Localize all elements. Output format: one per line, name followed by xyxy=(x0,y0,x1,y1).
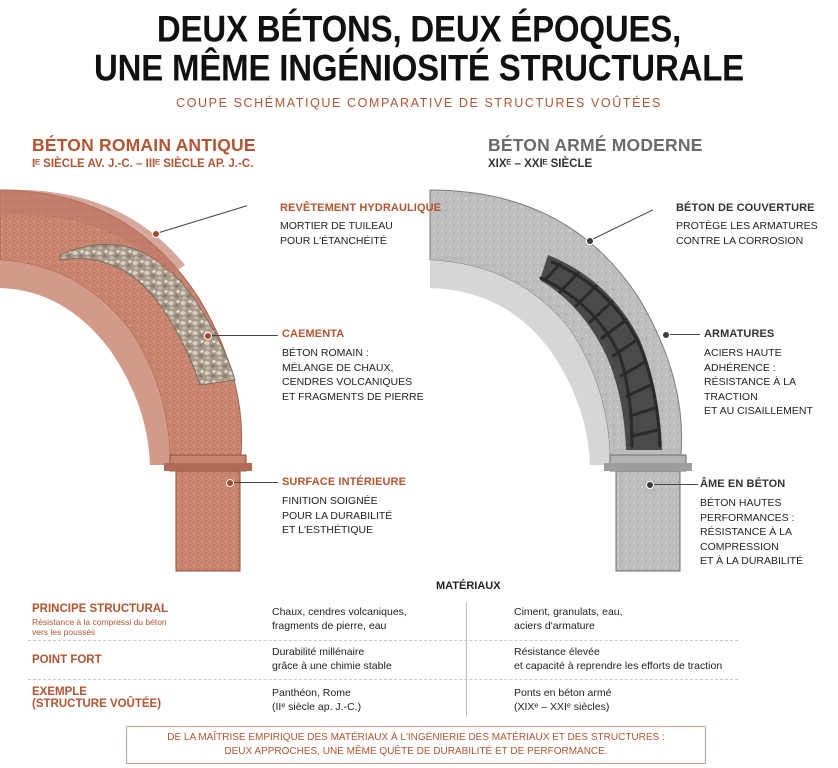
callout-line: ET FRAGMENTS DE PIERRE xyxy=(282,390,424,403)
arch-illustrations xyxy=(0,189,692,572)
materials-heading: MATÉRIAUX xyxy=(436,580,501,592)
row-label-point-fort: POINT FORT xyxy=(32,654,102,666)
leader-line xyxy=(208,335,278,336)
cell-line: (IIᵉ siècle ap. J.-C.) xyxy=(272,701,362,713)
roman-example-cell: Panthéon, Rome (IIᵉ siècle ap. J.-C.) xyxy=(272,686,361,714)
modern-example-cell: Ponts en béton armé (XIXᵉ – XXIᵉ siècles… xyxy=(514,686,611,714)
leader-line xyxy=(666,334,700,335)
callout-body-armatures: ACIERS HAUTE ADHÉRENCE : RÉSISTANCE À LA… xyxy=(704,346,838,419)
cell-line: Panthéon, Rome xyxy=(272,687,351,699)
callout-line: ET À LA DURABILITÉ xyxy=(700,555,804,567)
row-principe: PRINCIPE STRUCTURAL Résistance à la comp… xyxy=(32,603,232,637)
leader-line xyxy=(230,482,278,483)
callout-marker xyxy=(586,237,594,245)
row-divider xyxy=(28,640,738,641)
callout-line: MÉLANGE DE CHAUX, xyxy=(282,361,394,374)
callout-line: MORTIER DE TUILEAU xyxy=(280,220,393,232)
leader-line xyxy=(650,484,698,485)
roman-heading: BÉTON ROMAIN ANTIQUE xyxy=(32,135,256,155)
callout-marker xyxy=(646,481,654,489)
roman-arch xyxy=(0,189,252,572)
callout-body-caementa: BÉTON ROMAIN : MÉLANGE DE CHAUX, CENDRES… xyxy=(282,346,424,404)
callout-marker xyxy=(204,332,212,340)
row-label: PRINCIPE STRUCTURAL xyxy=(32,603,169,615)
modern-strength-cell: Résistance élevée et capacité à reprendr… xyxy=(514,645,722,673)
modern-materials-cell: Ciment, granulats, eau, aciers d'armatur… xyxy=(514,605,623,633)
callout-line: ACIERS HAUTE ADHÉRENCE : xyxy=(704,347,782,374)
modern-arch xyxy=(429,189,692,572)
row-label-sub: (STRUCTURE VOÛTÉE) xyxy=(32,698,162,710)
cell-line: Ponts en béton armé xyxy=(514,687,612,699)
cell-line: fragments de pierre, eau xyxy=(272,620,387,632)
cell-line: (XIXᵉ – XXIᵉ siècles) xyxy=(514,701,610,713)
callout-title-surface: SURFACE INTÉRIEURE xyxy=(282,476,407,488)
cell-line: Ciment, granulats, eau, xyxy=(514,606,623,618)
callout-line: POUR L'ÉTANCHÉITÉ xyxy=(280,234,387,247)
callout-body-revetement: MORTIER DE TUILEAU POUR L'ÉTANCHÉITÉ xyxy=(280,219,393,248)
callout-line: PROTÈGE LES ARMATURES xyxy=(676,220,818,232)
callout-title-caementa: CAEMENTA xyxy=(282,328,345,340)
row-divider xyxy=(28,679,738,680)
callout-body-surface: FINITION SOIGNÉE POUR LA DURABILITÉ ET L… xyxy=(282,494,392,538)
callout-title-ame: ÂME EN BÉTON xyxy=(700,478,786,490)
subtitle: COUPE SCHÉMATIQUE COMPARATIVE DE STRUCTU… xyxy=(176,96,662,110)
modern-heading: BÉTON ARMÉ MODERNE xyxy=(488,135,703,155)
callout-marker xyxy=(152,230,160,238)
callout-marker xyxy=(226,479,234,487)
footer-line-1: DE LA MAÎTRISE EMPIRIQUE DES MATÉRIAUX À… xyxy=(167,732,665,743)
callout-body-ame: BÉTON HAUTES PERFORMANCES : RÉSISTANCE À… xyxy=(700,496,838,569)
callout-line: POUR LA DURABILITÉ xyxy=(282,509,393,522)
main-title-line-1: DEUX BÉTONS, DEUX ÉPOQUES, xyxy=(156,8,682,50)
callout-body-couverture: PROTÈGE LES ARMATURES CONTRE LA CORROSIO… xyxy=(676,219,818,248)
roman-strength-cell: Durabilité millénaire grâce à une chimie… xyxy=(272,645,392,673)
callout-line: RÉSISTANCE À LA TRACTION xyxy=(704,376,796,403)
row-note: Résistance à la compressi du béton vers … xyxy=(32,617,167,637)
callout-line: CENDRES VOLCANIQUES xyxy=(282,376,413,388)
main-title-line-2: UNE MÊME INGÉNIOSITÉ STRUCTURALE xyxy=(94,47,744,89)
cell-line: grâce à une chimie stable xyxy=(272,660,392,672)
cell-line: aciers d'armature xyxy=(514,620,595,632)
footer-banner: DE LA MAÎTRISE EMPIRIQUE DES MATÉRIAUX À… xyxy=(126,726,706,764)
roman-materials-cell: Chaux, cendres volcaniques, fragments de… xyxy=(272,605,407,633)
row-exemple: EXEMPLE (STRUCTURE VOÛTÉE) xyxy=(32,686,161,710)
callout-line: BÉTON ROMAIN : xyxy=(282,347,369,359)
callout-title-couverture: BÉTON DE COUVERTURE xyxy=(676,202,815,214)
callout-title-armatures: ARMATURES xyxy=(704,328,775,340)
callout-line: BÉTON HAUTES PERFORMANCES : xyxy=(700,497,795,524)
cell-line: Chaux, cendres volcaniques, xyxy=(272,606,407,618)
callout-line: CONTRE LA CORROSION xyxy=(676,234,804,247)
callout-line: ET L'ESTHÉTIQUE xyxy=(282,524,374,536)
callout-marker xyxy=(662,331,670,339)
callout-title-revetement: REVÊTEMENT HYDRAULIQUE xyxy=(280,202,442,214)
callout-line: RÉSISTANCE À LA COMPRESSION xyxy=(700,526,792,553)
row-label: EXEMPLE xyxy=(32,686,87,698)
cell-line: Résistance élevée xyxy=(514,646,600,658)
callout-line: ET AU CISAILLEMENT xyxy=(704,405,813,417)
cell-line: et capacité à reprendre les efforts de t… xyxy=(514,660,723,672)
footer-line-2: DEUX APPROCHES, UNE MÊME QUÊTE DE DURABI… xyxy=(224,746,608,757)
roman-era: Iᴱ SIÈCLE AV. J.-C. – IIIᴱ SIÈCLE AP. J.… xyxy=(32,158,254,170)
column-divider xyxy=(466,602,467,716)
callout-line: FINITION SOIGNÉE xyxy=(282,495,378,507)
cell-line: Durabilité millénaire xyxy=(272,646,365,658)
modern-era: XIXᴱ – XXIᴱ SIÈCLE xyxy=(488,158,593,170)
